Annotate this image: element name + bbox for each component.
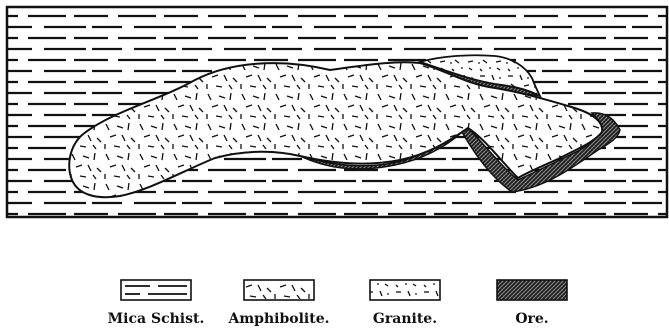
legend-label-ore: Ore. bbox=[515, 311, 548, 327]
legend-item-ore: Ore. bbox=[497, 280, 567, 327]
legend-item-amphibolite: Amphibolite. bbox=[228, 280, 330, 327]
legend-item-granite: Granite. bbox=[370, 280, 440, 327]
mica-schist-swatch bbox=[121, 280, 191, 300]
legend-item-mica-schist: Mica Schist. bbox=[108, 280, 205, 327]
cross-section bbox=[7, 7, 667, 217]
legend-label-mica-schist: Mica Schist. bbox=[108, 311, 205, 327]
amphibolite-swatch bbox=[244, 280, 314, 300]
granite-swatch bbox=[370, 280, 440, 300]
ore-swatch bbox=[497, 280, 567, 300]
legend-label-granite: Granite. bbox=[373, 311, 437, 327]
legend: Mica Schist. Amphibolite. Granite. Ore. bbox=[108, 280, 567, 327]
legend-label-amphibolite: Amphibolite. bbox=[228, 311, 330, 327]
